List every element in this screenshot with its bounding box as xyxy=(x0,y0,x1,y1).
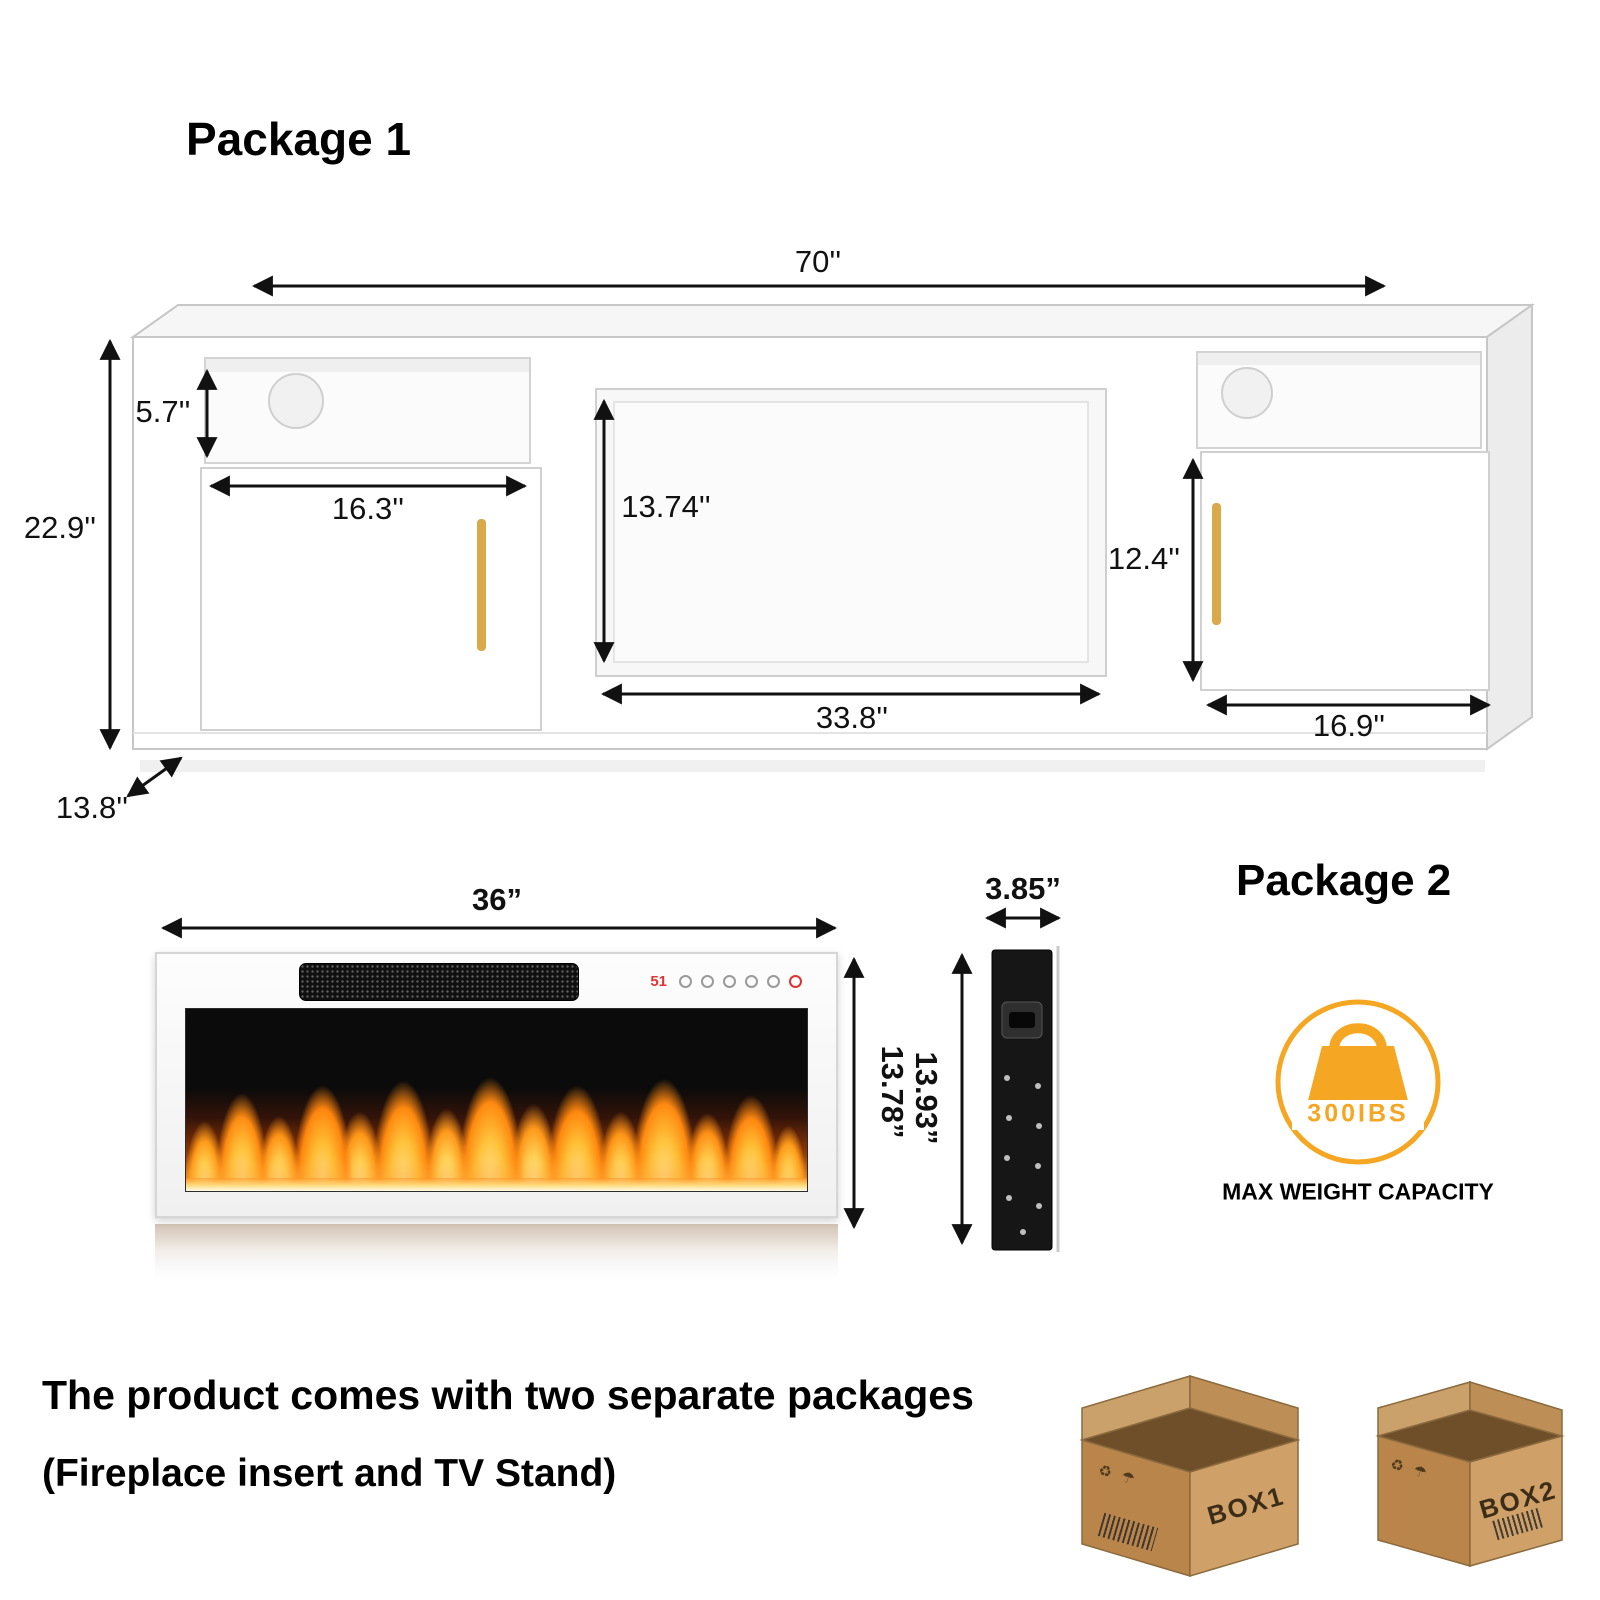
fireplace-screen xyxy=(185,1008,808,1192)
fireplace-side-view xyxy=(991,946,1060,1252)
dim-opening-width: 33.8'' xyxy=(815,700,889,735)
weight-capacity-value: 300IBS xyxy=(1307,1099,1409,1128)
dim-side-height: 13.93” xyxy=(909,1051,944,1145)
weight-capacity-icon xyxy=(1275,999,1441,1165)
ember-bed xyxy=(186,1178,807,1191)
dim-shelf-width: 16.3'' xyxy=(331,491,405,526)
package1-title: Package 1 xyxy=(186,113,412,165)
package-boxes xyxy=(1079,1374,1565,1578)
package2-title: Package 2 xyxy=(1236,856,1452,905)
control-button-icon xyxy=(701,975,714,988)
dim-right-door-height: 12.4'' xyxy=(1107,541,1181,576)
power-button-icon xyxy=(789,975,802,988)
dim-fireplace-height: 13.78” xyxy=(875,1045,910,1139)
left-door-handle xyxy=(477,519,486,651)
weight-capacity-caption: MAX WEIGHT CAPACITY xyxy=(1222,1178,1494,1205)
control-button-icon xyxy=(745,975,758,988)
right-door xyxy=(1200,451,1490,691)
dim-shelf-height: 5.7'' xyxy=(135,394,191,429)
dimension-arrows-package1 xyxy=(99,275,1492,798)
dimension-arrows-package2 xyxy=(160,907,1062,1246)
right-door-handle xyxy=(1212,503,1221,625)
heater-vent-grille xyxy=(299,963,579,1001)
dim-opening-height: 13.74'' xyxy=(621,489,711,524)
fireplace-control-panel: 51 xyxy=(650,973,802,990)
dim-fireplace-width: 36” xyxy=(472,882,522,917)
control-button-icon xyxy=(679,975,692,988)
left-cable-hole xyxy=(268,373,324,429)
dim-side-depth: 3.85” xyxy=(985,871,1061,906)
control-button-icon xyxy=(767,975,780,988)
dim-left-height: 22.9'' xyxy=(23,510,97,545)
fireplace-reflection xyxy=(155,1224,838,1290)
box2-carton xyxy=(1375,1380,1565,1567)
right-cable-hole xyxy=(1221,367,1273,419)
footer-text-line1: The product comes with two separate pack… xyxy=(42,1372,974,1418)
flame-display xyxy=(186,1059,807,1191)
dim-right-door-width: 16.9'' xyxy=(1312,708,1386,743)
control-button-icon xyxy=(723,975,736,988)
footer-text-line2: (Fireplace insert and TV Stand) xyxy=(42,1452,617,1495)
fireplace-front-view: 51 xyxy=(155,952,838,1218)
box1-carton xyxy=(1079,1374,1301,1578)
temperature-display: 51 xyxy=(650,973,667,990)
dim-depth: 13.8'' xyxy=(55,790,129,825)
tv-stand-drawing xyxy=(129,303,1536,772)
dim-top-width: 70'' xyxy=(794,244,842,279)
